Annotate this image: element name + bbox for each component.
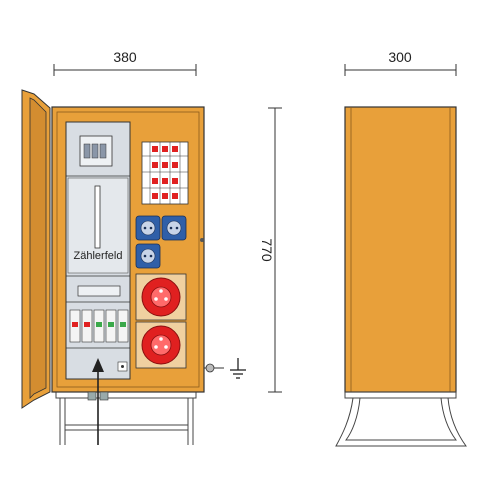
meter-field-label: Zählerfeld xyxy=(74,250,123,262)
side-width-label: 300 xyxy=(388,49,412,65)
front-width-label: 380 xyxy=(113,49,137,65)
front-width-dimension: 380 xyxy=(53,49,197,76)
side-view-stand xyxy=(335,391,467,447)
side-width-dimension: 300 xyxy=(344,49,457,76)
gland-fittings xyxy=(87,391,109,401)
blue-socket-2 xyxy=(161,215,187,241)
blue-socket-1 xyxy=(135,215,161,241)
breaker-column xyxy=(141,141,189,205)
red-cee-socket-2 xyxy=(135,321,187,369)
front-stand xyxy=(55,391,197,445)
ground-terminal xyxy=(204,363,224,373)
cabinet-door xyxy=(21,89,51,409)
side-view-cabinet xyxy=(344,106,457,393)
red-cee-socket-1 xyxy=(135,273,187,321)
blue-socket-3 xyxy=(135,243,161,269)
height-label: 770 xyxy=(259,238,275,262)
door-latch xyxy=(200,238,204,242)
ground-symbol-icon xyxy=(230,358,246,379)
meter-panel: Zählerfeld xyxy=(65,121,131,380)
height-dimension: 770 xyxy=(259,107,282,393)
cable-entry-arrow-icon xyxy=(92,358,104,445)
breaker-row xyxy=(69,309,129,343)
